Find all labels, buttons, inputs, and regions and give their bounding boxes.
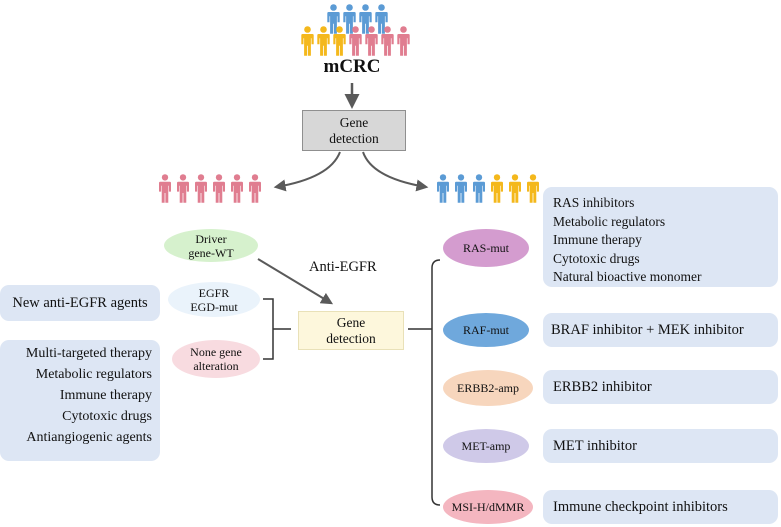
person-icon: [527, 174, 539, 203]
arrow-anti-egfr: [257, 258, 334, 305]
blue-yellow-people-icon: [437, 174, 539, 203]
erbb2-amp-oval: ERBB2-amp: [443, 370, 533, 406]
person-icon: [509, 174, 521, 203]
list-item: Cytotoxic drugs: [62, 409, 152, 424]
arrow-to-left-group: [273, 151, 341, 192]
list-item: Immune therapy: [59, 388, 152, 403]
list-item: Natural bioactive monomer: [553, 269, 702, 284]
list-item: Immune therapy: [553, 232, 642, 247]
driver-gene-wt-oval: Driver gene-WT: [164, 229, 258, 262]
ras-treatment-box: RAS inhibitors Metabolic regulators Immu…: [543, 187, 778, 287]
gene-detection-box-top: Gene detection: [302, 110, 406, 151]
person-icon: [231, 174, 243, 203]
anti-egfr-label: Anti-EGFR: [309, 259, 377, 275]
person-icon: [249, 174, 261, 203]
person-icon: [177, 174, 189, 203]
person-icon: [473, 174, 485, 203]
raf-mut-oval: RAF-mut: [443, 313, 529, 347]
person-icon: [491, 174, 503, 203]
person-icon: [317, 26, 330, 56]
raf-treatment-box: BRAF inhibitor + MEK inhibitor: [543, 313, 778, 347]
msi-h-dmmr-oval: MSI-H/dMMR: [443, 490, 533, 524]
list-item: Cytotoxic drugs: [553, 250, 640, 266]
mcrc-crowd-icon: [301, 4, 410, 56]
met-treatment-box: MET inhibitor: [543, 429, 778, 463]
erbb2-treatment-box: ERBB2 inhibitor: [543, 370, 778, 404]
arrow-to-right-group: [362, 151, 429, 192]
person-icon: [455, 174, 467, 203]
list-item: Metabolic regulators: [35, 367, 152, 382]
pink-people-icon: [159, 174, 261, 203]
list-item: Antiangiogenic agents: [26, 430, 152, 445]
person-icon: [301, 26, 314, 56]
left-bracket: [263, 298, 291, 360]
person-icon: [195, 174, 207, 203]
person-icon: [397, 26, 410, 56]
person-icon: [159, 174, 171, 203]
right-bracket: [408, 259, 441, 506]
list-item: Metabolic regulators: [553, 213, 666, 229]
list-item: Multi-targeted therapy: [25, 346, 152, 361]
msi-treatment-box: Immune checkpoint inhibitors: [543, 490, 778, 524]
met-amp-oval: MET-amp: [443, 429, 529, 463]
none-gene-alteration-oval: None gene alteration: [172, 340, 260, 378]
new-anti-egfr-agents-box: New anti-EGFR agents: [0, 285, 160, 321]
egfr-egd-mut-oval: EGFR EGD-mut: [168, 282, 260, 317]
multi-therapy-box: Multi-targeted therapy Metabolic regulat…: [0, 340, 160, 461]
ras-mut-oval: RAS-mut: [443, 229, 529, 267]
person-icon: [437, 174, 449, 203]
gene-detection-box-mid: Gene detection: [298, 311, 404, 350]
person-icon: [213, 174, 225, 203]
mcrc-title: mCRC: [323, 56, 381, 77]
list-item: RAS inhibitors: [553, 195, 635, 210]
